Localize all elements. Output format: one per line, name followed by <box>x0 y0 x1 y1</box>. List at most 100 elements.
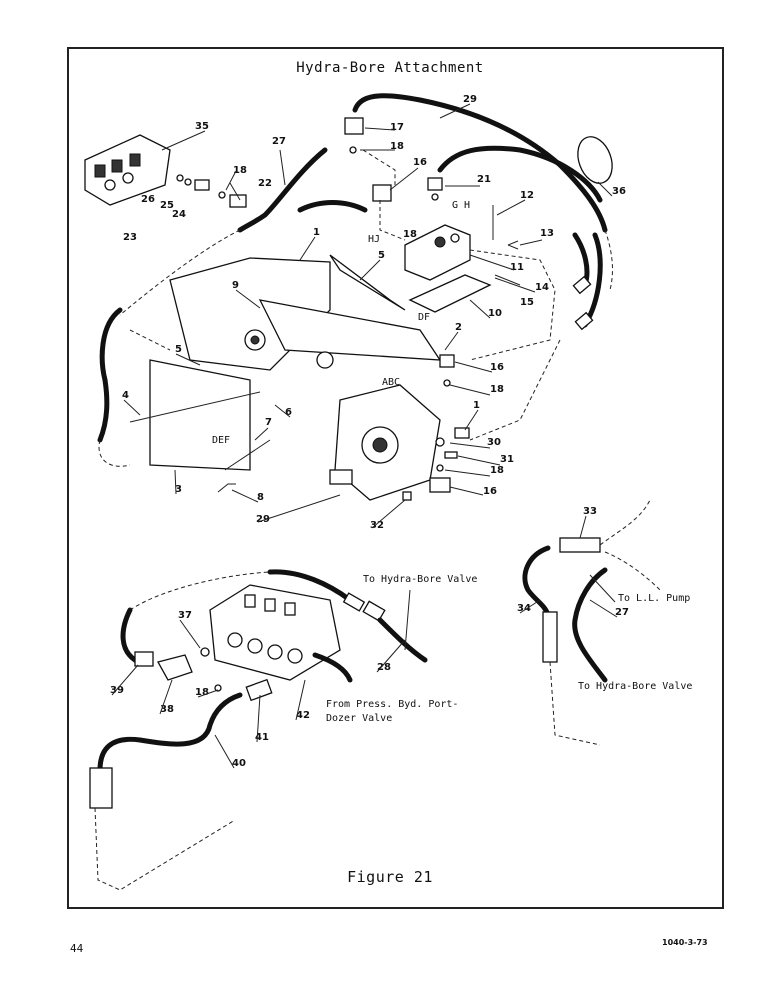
leader-line <box>469 299 491 319</box>
callout-4: 4 <box>122 390 129 401</box>
hose-42 <box>312 652 353 683</box>
dash-2 <box>379 200 406 241</box>
callout-38: 38 <box>160 704 174 715</box>
callout-30: 30 <box>487 437 501 448</box>
stacked-valve <box>209 584 341 681</box>
callout-18-6: 18 <box>195 687 209 698</box>
fitting-40-end <box>89 767 113 809</box>
o-ring-18-e <box>214 684 222 692</box>
letter-label-df: DF <box>418 312 430 323</box>
bracket-10 <box>408 274 492 313</box>
callout-36: 36 <box>612 186 626 197</box>
callout-1-2: 1 <box>473 400 480 411</box>
leader-line <box>159 679 173 715</box>
figure-title: Hydra-Bore Attachment <box>296 60 484 76</box>
leader-line <box>197 689 219 698</box>
leader-line <box>439 103 471 119</box>
hose-34-dashed <box>549 661 601 746</box>
leader-line <box>444 469 491 477</box>
fitting-41 <box>245 678 273 702</box>
callout-18-4: 18 <box>490 384 504 395</box>
hose-33-dashed <box>599 499 661 591</box>
callout-23: 23 <box>123 232 137 243</box>
callout-42: 42 <box>296 710 310 721</box>
dash-5 <box>129 329 171 351</box>
leader-line <box>161 130 206 151</box>
callout-16: 16 <box>413 157 427 168</box>
leader-line <box>179 619 201 649</box>
leader-line <box>254 427 269 441</box>
o-ring-26 <box>176 174 184 182</box>
fitting-28 <box>362 600 386 622</box>
fitting-right-a <box>572 275 592 295</box>
leader-line <box>376 639 406 673</box>
dash-1 <box>362 149 396 185</box>
leader-line <box>449 486 484 496</box>
leader-line <box>295 679 306 721</box>
callout-39: 39 <box>110 685 124 696</box>
callout-14: 14 <box>535 282 549 293</box>
leader-line <box>449 384 491 396</box>
selector-valve-11 <box>404 224 471 281</box>
letter-label-def: DEF <box>212 435 230 446</box>
leader-line <box>371 499 406 529</box>
o-ring-18-d <box>436 464 444 472</box>
leader-line <box>111 664 139 696</box>
leader-line <box>519 239 543 246</box>
elbow-38 <box>157 654 193 681</box>
o-ring-18-c <box>443 379 451 387</box>
hose-28 <box>377 617 428 663</box>
fitting-34-end <box>542 611 558 663</box>
hose-27-lower <box>572 567 608 683</box>
callout-25: 25 <box>160 200 174 211</box>
leader-line <box>231 489 259 503</box>
hose-34 <box>522 545 551 618</box>
callout-18-2: 18 <box>233 165 247 176</box>
letter-label-abc: ABC <box>382 377 400 388</box>
control-valve-35 <box>84 134 171 206</box>
note-to-hydra-bore-valve-top: To Hydra-Bore Valve <box>363 574 477 585</box>
fitting-1-small <box>454 427 470 439</box>
fitting-22 <box>229 194 247 208</box>
callout-16-2: 16 <box>490 362 504 373</box>
callout-5: 5 <box>378 250 385 261</box>
callout-1: 1 <box>313 227 320 238</box>
callout-9: 9 <box>232 280 239 291</box>
callout-5-2: 5 <box>175 344 182 355</box>
leader-line <box>274 404 291 418</box>
leader-line <box>225 170 237 191</box>
callout-28: 28 <box>377 662 391 673</box>
hose-40-dashed <box>94 807 236 891</box>
leader-line <box>256 694 261 743</box>
note-from-press-line2: Dozer Valve <box>326 713 392 724</box>
callout-10: 10 <box>488 308 502 319</box>
callout-15: 15 <box>520 297 534 308</box>
leader-line <box>257 494 341 523</box>
pin-7 <box>224 439 271 471</box>
leader-line <box>454 361 493 373</box>
callout-31: 31 <box>500 454 514 465</box>
hose-21 <box>437 145 603 203</box>
leader-line <box>579 515 587 539</box>
hose-28-upper <box>297 200 368 213</box>
callout-22: 22 <box>258 178 272 189</box>
leader-line <box>469 254 515 271</box>
callout-18-5: 18 <box>490 465 504 476</box>
fitting-39 <box>134 651 154 667</box>
note-to-ll-pump: To L.L. Pump <box>618 593 690 604</box>
hose-lower-dashed <box>129 571 271 611</box>
leader-line <box>235 289 261 309</box>
callout-17: 17 <box>390 122 404 133</box>
leader-line <box>464 409 479 431</box>
leader-line <box>597 181 613 197</box>
o-ring-21 <box>431 193 439 201</box>
figure-caption: Figure 21 <box>347 868 433 886</box>
tee-15 <box>372 184 392 202</box>
leader-line <box>299 236 316 261</box>
plug-32 <box>402 491 412 501</box>
fitting-31 <box>444 451 458 459</box>
leader-line <box>123 399 141 416</box>
leader-line <box>174 469 177 495</box>
mount-frame <box>149 254 442 471</box>
hose-29 <box>352 93 608 233</box>
